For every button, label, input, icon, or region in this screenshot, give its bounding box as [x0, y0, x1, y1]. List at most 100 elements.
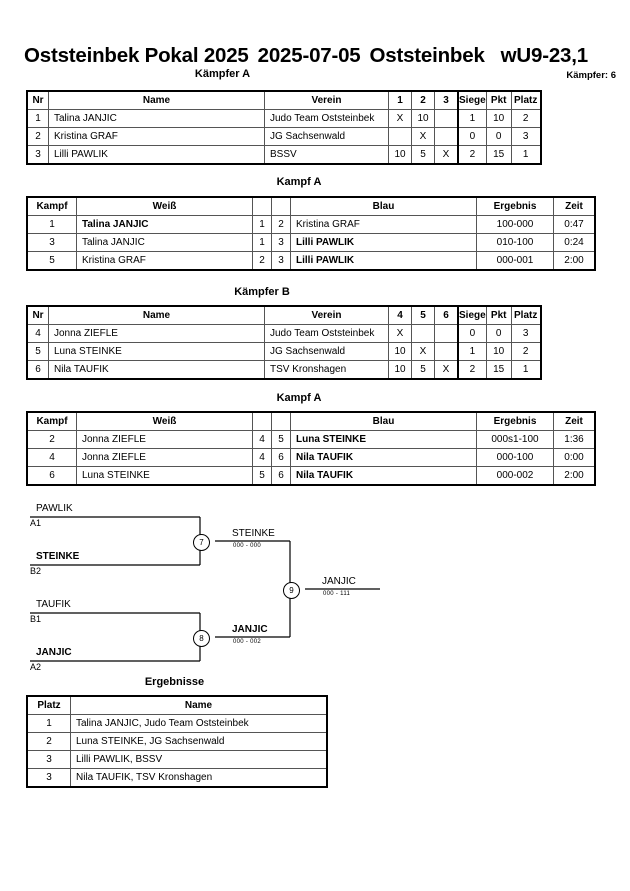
table-header-row: Nr Name Verein 4 5 6 Siege Pkt Platz — [26, 305, 542, 325]
cell-name: Luna STEINKE — [48, 342, 265, 361]
cell-blue: Luna STEINKE — [290, 430, 477, 449]
cell-blue-nr: 3 — [271, 233, 291, 252]
bracket-match-node-7: 7 — [193, 534, 210, 551]
cell-place: 3 — [26, 750, 71, 769]
col-header-name: Name — [48, 305, 265, 325]
bracket-entrant-name: STEINKE — [36, 551, 80, 562]
col-header-blue: Blau — [290, 196, 477, 216]
cell-kampf: 1 — [26, 215, 77, 234]
cell-m2: 5 — [411, 145, 435, 165]
table-header-row: Kampf Weiß Blau Ergebnis Zeit — [26, 196, 596, 216]
table-row: 1 Talina JANJIC, Judo Team Oststeinbek — [26, 714, 328, 733]
cell-nr: 6 — [26, 360, 49, 380]
cell-kampf: 5 — [26, 251, 77, 271]
col-header-place: Platz — [510, 305, 542, 325]
bracket-entrant-seed: B1 — [30, 614, 42, 624]
cell-result: 010-100 — [476, 233, 554, 252]
cell-m3 — [434, 324, 459, 343]
cell-m2: 5 — [411, 360, 435, 380]
cell-place: 2 — [26, 732, 71, 751]
cell-club: JG Sachsenwald — [264, 342, 389, 361]
tournament-date: 2025-07-05 — [257, 44, 361, 67]
bracket-entrant-seed: A2 — [30, 662, 42, 672]
cell-white: Talina JANJIC — [76, 215, 253, 234]
cell-m2: X — [411, 127, 435, 146]
cell-wins: 1 — [456, 109, 487, 128]
cell-white-nr: 5 — [252, 466, 272, 486]
bracket-entrant-seed: A1 — [30, 518, 42, 528]
matches-a-table: Kampf Weiß Blau Ergebnis Zeit 1 Talina J… — [26, 196, 596, 271]
page-title: Oststeinbek Pokal 2025 2025-07-05 Oststein… — [24, 44, 588, 68]
cell-white: Luna STEINKE — [76, 466, 253, 486]
col-header-m1: 4 — [388, 305, 412, 325]
table-header-row: Nr Name Verein 1 2 3 Siege Pkt Platz — [26, 90, 542, 110]
col-header-club: Verein — [264, 90, 389, 110]
cell-nr: 1 — [26, 109, 49, 128]
cell-white: Talina JANJIC — [76, 233, 253, 252]
table-row: 5 Kristina GRAF 2 3 Lilli PAWLIK 000-001… — [26, 251, 596, 271]
tournament-name: Oststeinbek Pokal 2025 — [24, 44, 249, 67]
col-header-time: Zeit — [553, 411, 596, 431]
cell-m1: X — [388, 109, 412, 128]
pool-a-header-caption: Kämpfer A — [194, 68, 251, 80]
table-row: 3 Nila TAUFIK, TSV Kronshagen — [26, 768, 328, 788]
cell-place: 3 — [510, 127, 542, 146]
cell-nr: 5 — [26, 342, 49, 361]
fighter-count: Kämpfer: 6 — [566, 70, 616, 81]
tournament-location: Oststeinbek — [369, 44, 485, 67]
col-header-nr: Nr — [26, 305, 49, 325]
table-row: 3 Talina JANJIC 1 3 Lilli PAWLIK 010-100… — [26, 233, 596, 252]
cell-time: 0:47 — [553, 215, 596, 234]
cell-blue: Nila TAUFIK — [290, 466, 477, 486]
cell-time: 2:00 — [553, 251, 596, 271]
col-header-points: Pkt — [485, 305, 512, 325]
bracket-champion-name: JANJIC — [322, 576, 356, 587]
bracket-semifinal-winner: JANJIC — [232, 624, 268, 635]
table-row: 4 Jonna ZIEFLE 4 6 Nila TAUFIK 000-100 0… — [26, 448, 596, 467]
cell-blue: Nila TAUFIK — [290, 448, 477, 467]
cell-m1: X — [388, 324, 412, 343]
table-header-row: Platz Name — [26, 695, 328, 715]
col-header-points: Pkt — [485, 90, 512, 110]
final-results-table: Platz Name 1 Talina JANJIC, Judo Team Os… — [26, 695, 328, 788]
cell-white-nr: 1 — [252, 233, 272, 252]
col-header-white: Weiß — [76, 196, 253, 216]
cell-m3 — [434, 342, 459, 361]
cell-wins: 0 — [456, 127, 487, 146]
col-header-m3: 3 — [434, 90, 459, 110]
bracket-final-score: 000 - 111 — [323, 591, 351, 597]
cell-blue-nr: 6 — [271, 448, 291, 467]
col-header-wins: Siege — [456, 305, 487, 325]
cell-points: 15 — [485, 360, 512, 380]
cell-name: Nila TAUFIK — [48, 360, 265, 380]
cell-time: 2:00 — [553, 466, 596, 486]
col-header-result: Ergebnis — [476, 411, 554, 431]
col-header-place: Platz — [510, 90, 542, 110]
col-header-wins: Siege — [456, 90, 487, 110]
table-row: 2 Kristina GRAF JG Sachsenwald X 0 0 3 — [26, 127, 542, 146]
col-header-time: Zeit — [553, 196, 596, 216]
cell-wins: 2 — [456, 360, 487, 380]
cell-m1: 10 — [388, 145, 412, 165]
col-header-blue-nr — [271, 411, 291, 431]
bracket-entrant-name: TAUFIK — [36, 599, 71, 610]
bracket-semifinal-score: 000 - 002 — [233, 639, 262, 645]
table-row: 3 Lilli PAWLIK, BSSV — [26, 750, 328, 769]
bracket-lines — [30, 516, 380, 662]
cell-white: Kristina GRAF — [76, 251, 253, 271]
cell-nr: 3 — [26, 145, 49, 165]
cell-points: 10 — [485, 342, 512, 361]
bracket-semifinal-winner: STEINKE — [232, 528, 275, 539]
cell-club: Judo Team Oststeinbek — [264, 109, 389, 128]
bracket-entrant-name: PAWLIK — [36, 503, 73, 514]
bracket-match-node-9: 9 — [283, 582, 300, 599]
cell-blue-nr: 2 — [271, 215, 291, 234]
col-header-kampf: Kampf — [26, 411, 77, 431]
cell-time: 0:24 — [553, 233, 596, 252]
cell-m1: 10 — [388, 342, 412, 361]
cell-blue: Kristina GRAF — [290, 215, 477, 234]
cell-name: Lilli PAWLIK — [48, 145, 265, 165]
col-header-name: Name — [70, 695, 328, 715]
cell-m2 — [411, 324, 435, 343]
table-row: 4 Jonna ZIEFLE Judo Team Oststeinbek X 0… — [26, 324, 542, 343]
